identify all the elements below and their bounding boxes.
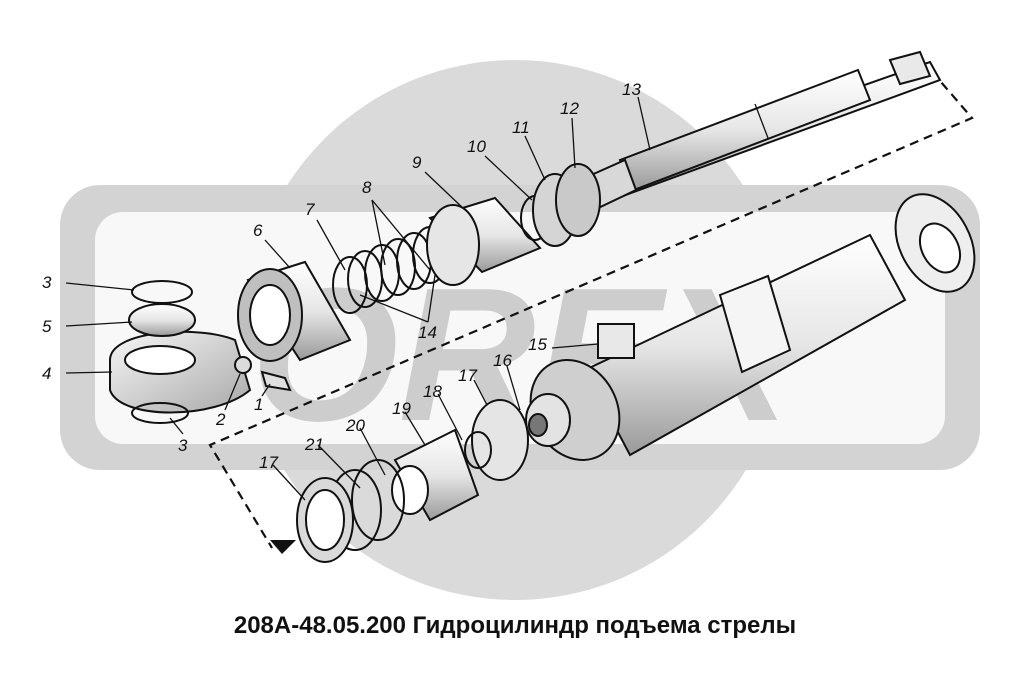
callout-11: 11 (512, 118, 530, 137)
callout-6: 6 (253, 221, 263, 240)
piston-rod (578, 50, 942, 212)
gland-nut (237, 260, 352, 362)
callout-13: 13 (622, 80, 641, 99)
callout-17-left: 17 (259, 453, 278, 472)
callout-8: 8 (362, 178, 372, 197)
piston-group (296, 399, 529, 563)
callout-7: 7 (305, 200, 315, 219)
bushing (128, 303, 196, 337)
callout-9: 9 (412, 153, 422, 172)
callouts: 3 5 4 3 2 1 6 7 8 14 9 10 11 12 13 15 16… (42, 80, 641, 472)
callout-12: 12 (560, 99, 579, 118)
port-fitting (597, 323, 635, 359)
callout-14: 14 (418, 323, 437, 342)
callout-4: 4 (42, 364, 51, 383)
callout-10: 10 (467, 137, 486, 156)
assembly-arrow-icon (270, 540, 296, 554)
callout-5: 5 (42, 317, 52, 336)
callout-16: 16 (493, 351, 512, 370)
callout-15: 15 (528, 335, 547, 354)
callout-1: 1 (254, 395, 263, 414)
callout-2: 2 (215, 410, 226, 429)
rod-eye (109, 280, 292, 424)
assembly-dashed-line (208, 59, 974, 549)
leader-lines (65, 96, 651, 501)
callout-17-right: 17 (458, 366, 477, 385)
callout-21: 21 (304, 435, 324, 454)
callout-19: 19 (392, 399, 411, 418)
washer (234, 356, 252, 374)
callout-3-bottom: 3 (178, 436, 188, 455)
guide-bush (426, 163, 601, 286)
retaining-ring-bottom (131, 402, 189, 424)
cylinder-body (525, 193, 976, 461)
callout-20: 20 (345, 416, 365, 435)
callout-3-top: 3 (42, 273, 52, 292)
callout-18: 18 (423, 382, 442, 401)
retaining-ring-top (131, 280, 193, 304)
diagram-title: 208А-48.05.200 Гидроцилиндр подъема стре… (233, 612, 797, 639)
